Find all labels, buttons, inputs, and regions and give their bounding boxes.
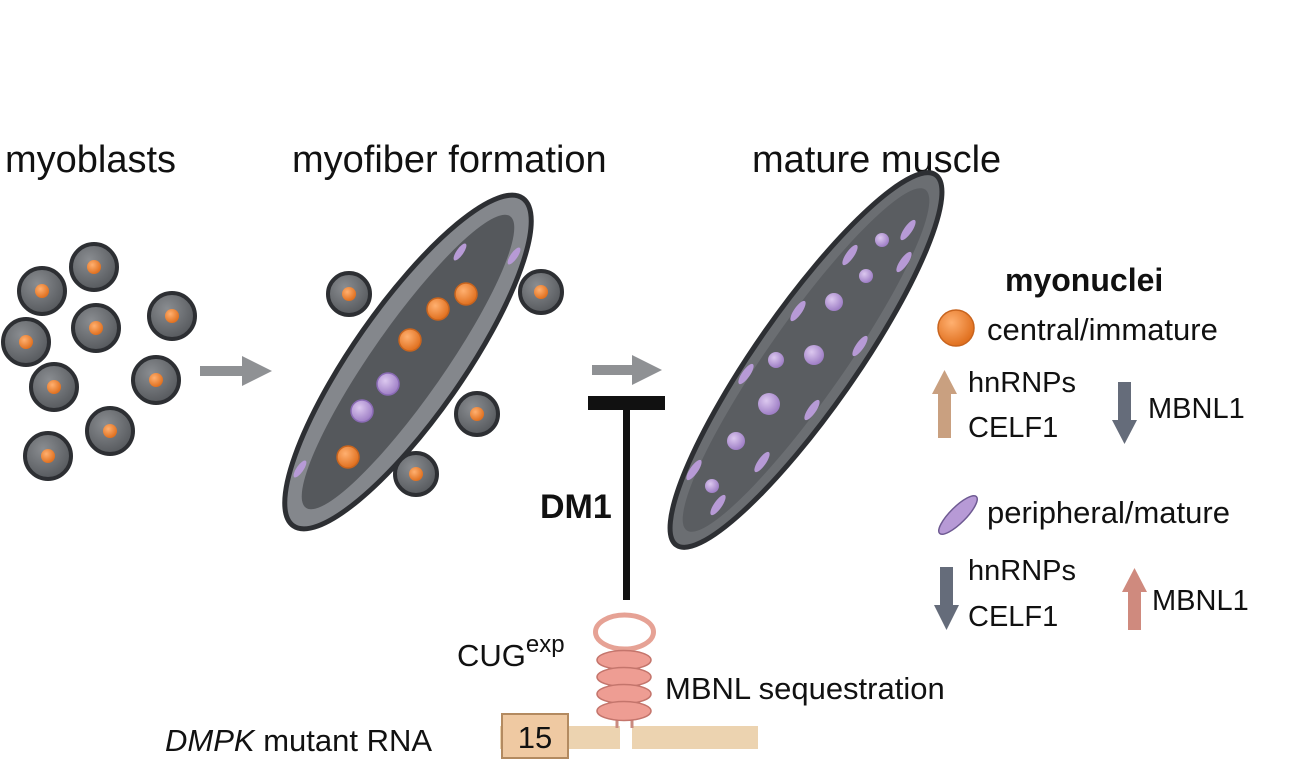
myoblast-cell	[326, 271, 372, 317]
edge-nucleus	[790, 300, 806, 322]
dmpk-rna: 15 CUGexp MBNL sequestration DMPK mutant…	[165, 612, 945, 759]
cug-exp-label: CUGexp	[457, 631, 565, 673]
progression-arrow-2	[592, 355, 662, 385]
legend-central-down: MBNL1	[1148, 393, 1245, 425]
edge-nucleus	[900, 219, 916, 241]
peripheral-nucleus	[727, 432, 745, 450]
exon-label: 15	[518, 720, 552, 755]
peripheral-nucleus	[804, 345, 824, 365]
myoblast-cell	[454, 391, 500, 437]
legend-title: myonuclei	[1005, 262, 1163, 298]
edge-nucleus	[293, 460, 307, 478]
peripheral-nucleus	[758, 393, 780, 415]
legend-peripheral-down-1: hnRNPs	[968, 555, 1076, 587]
cug-base: CUG	[457, 638, 526, 673]
down-arrow-icon	[1112, 382, 1137, 444]
cug-hairpin	[593, 612, 656, 728]
peripheral-nucleus	[859, 269, 873, 283]
stage-title-myofiber-formation: myofiber formation	[292, 139, 607, 181]
myoblast-cell	[518, 269, 564, 315]
peripheral-nucleus	[705, 479, 719, 493]
dmpk-suffix: mutant RNA	[255, 723, 433, 758]
myoblast-cell	[393, 451, 439, 497]
myoblast-cell	[17, 266, 67, 316]
edge-nucleus	[738, 363, 754, 385]
dm1-inhibition: DM1	[540, 396, 665, 600]
central-nucleus	[398, 328, 422, 352]
cug-superscript: exp	[526, 631, 565, 658]
dmpk-rna-label: DMPK mutant RNA	[165, 723, 432, 758]
edge-nucleus	[804, 399, 820, 421]
mbnl-protein	[596, 666, 652, 688]
exon-box	[501, 713, 569, 759]
legend-peripheral-up: MBNL1	[1152, 585, 1249, 617]
myoblast-cell	[23, 431, 73, 481]
dmpk-gene-name: DMPK	[165, 723, 256, 758]
rna-strand-right	[632, 726, 758, 749]
peripheral-nucleus	[768, 352, 784, 368]
peripheral-nucleus	[825, 293, 843, 311]
central-nucleus	[426, 297, 450, 321]
myoblast-cell	[85, 406, 135, 456]
down-arrow-icon	[934, 567, 959, 630]
peripheral-nucleus	[875, 233, 889, 247]
edge-nucleus	[453, 243, 467, 261]
edge-nucleus	[852, 335, 868, 357]
central-nucleus	[336, 445, 360, 469]
up-arrow-icon	[1122, 568, 1147, 630]
legend-central-up-1: hnRNPs	[968, 367, 1076, 399]
stage-title-myoblasts: myoblasts	[5, 139, 176, 181]
central-nucleus	[454, 282, 478, 306]
legend-central-up-2: CELF1	[968, 412, 1058, 444]
forming-myofiber	[282, 192, 534, 532]
fusing-myoblasts	[326, 269, 564, 497]
peripheral-nucleus	[350, 399, 374, 423]
legend-central-label: central/immature	[987, 312, 1218, 347]
hairpin-loop	[593, 612, 656, 652]
mbnl-protein	[596, 649, 652, 671]
edge-nucleus	[710, 494, 726, 516]
myoblast-cell	[147, 291, 197, 341]
myoblast-cell	[1, 317, 51, 367]
inhibition-line	[623, 408, 630, 600]
myoblast-cell	[69, 242, 119, 292]
dm1-label: DM1	[540, 488, 612, 526]
edge-nucleus	[896, 251, 912, 273]
myonuclei-legend: myonuclei central/immature hnRNPs CELF1 …	[932, 262, 1249, 633]
inhibition-bar	[588, 396, 665, 410]
up-arrow-icon	[932, 370, 957, 438]
legend-peripheral-down-2: CELF1	[968, 601, 1058, 633]
edge-nucleus	[754, 451, 770, 473]
mbnl-protein	[596, 683, 652, 705]
myoblast-cluster	[1, 242, 197, 481]
mbnl-protein	[596, 700, 652, 722]
myoblast-cell	[71, 303, 121, 353]
mature-myofiber	[667, 170, 945, 550]
peripheral-nucleus-icon	[938, 495, 978, 535]
edge-nucleus	[842, 244, 858, 266]
stage-title-mature-muscle: mature muscle	[752, 139, 1001, 181]
myoblast-cell	[29, 362, 79, 412]
central-nucleus-icon	[937, 309, 975, 347]
peripheral-nucleus	[376, 372, 400, 396]
myoblast-cell	[131, 355, 181, 405]
legend-peripheral-label: peripheral/mature	[987, 495, 1230, 530]
progression-arrow-1	[200, 356, 272, 386]
edge-nucleus	[686, 459, 702, 481]
mbnl-sequestration-label: MBNL sequestration	[665, 671, 945, 706]
edge-nucleus	[507, 247, 521, 265]
